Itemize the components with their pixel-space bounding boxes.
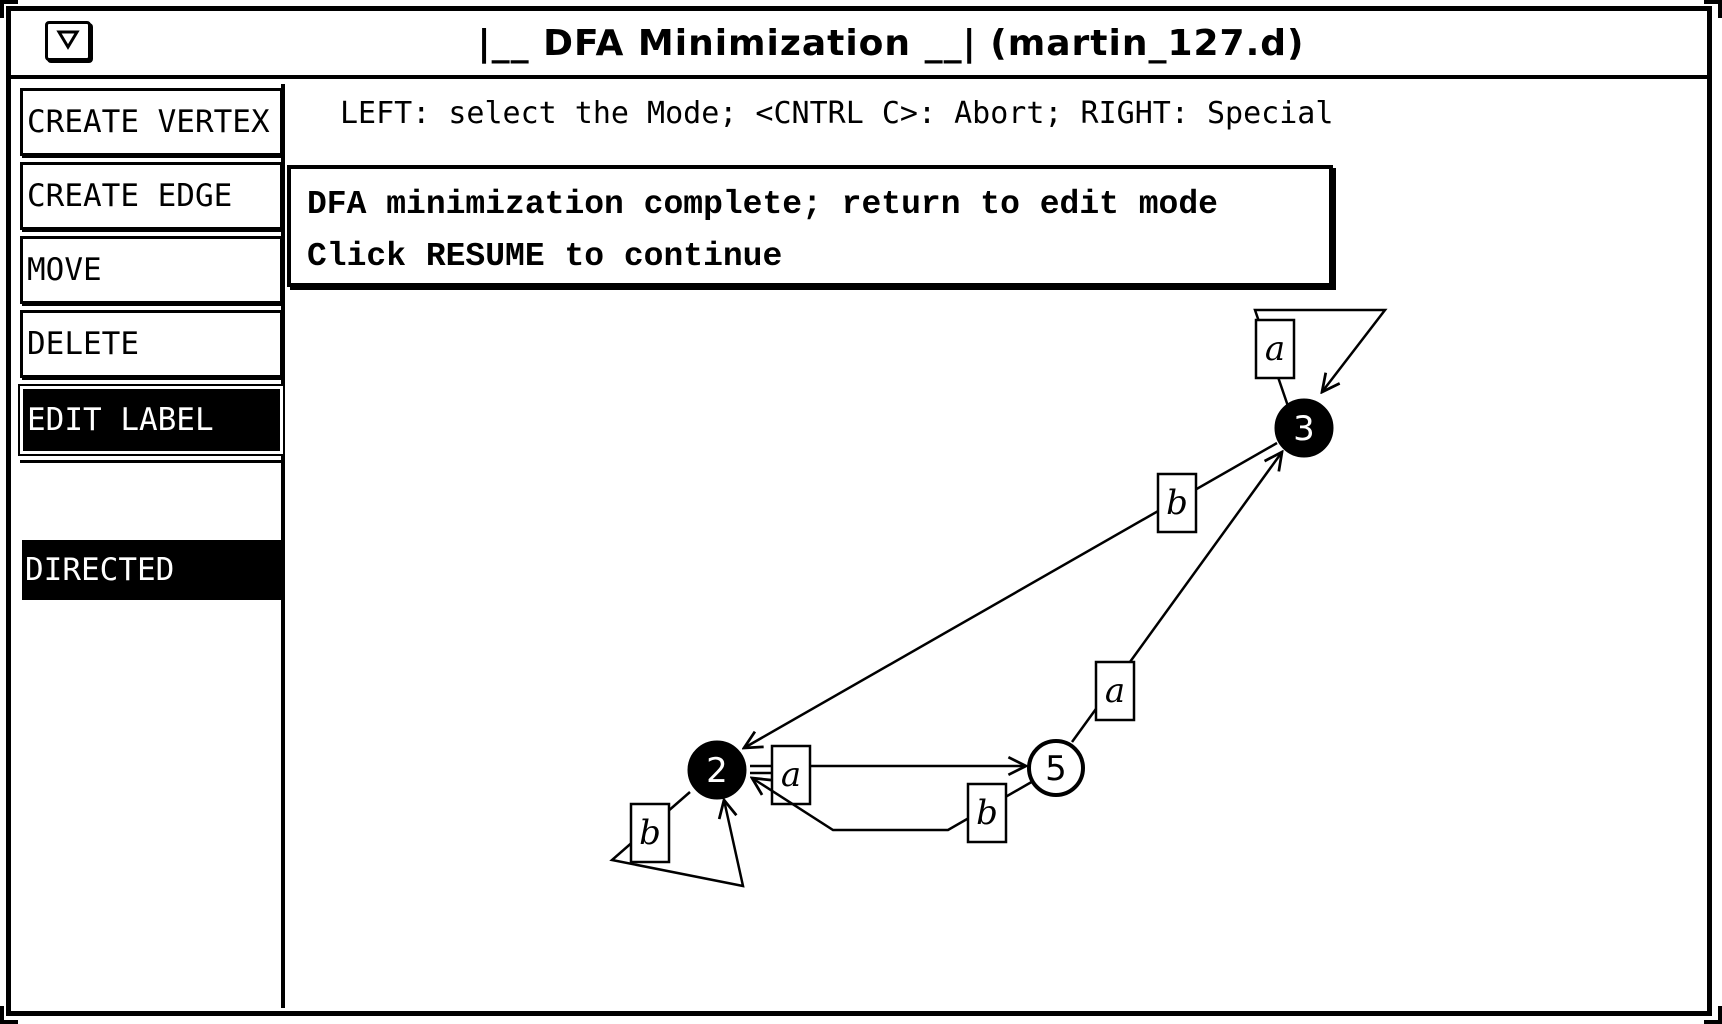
- edge-label[interactable]: a: [1265, 329, 1285, 369]
- move-button[interactable]: MOVE: [20, 236, 283, 304]
- title-bar: |__ DFA Minimization __| (martin_127.d): [11, 11, 1711, 79]
- window-corner-top-right[interactable]: [1704, 0, 1722, 18]
- directed-toggle[interactable]: DIRECTED: [22, 540, 281, 600]
- node-3[interactable]: 3: [1274, 398, 1334, 458]
- mode-divider: [20, 460, 283, 463]
- edge-3-2-b[interactable]: b: [744, 441, 1278, 748]
- edge-label[interactable]: a: [1105, 671, 1125, 711]
- mouse-hint: LEFT: select the Mode; <CNTRL C>: Abort;…: [340, 96, 1334, 131]
- edit-label-button[interactable]: EDIT LABEL: [18, 384, 285, 456]
- node-label: 2: [706, 751, 728, 791]
- edge-2-2-b[interactable]: b: [609, 791, 745, 888]
- create-vertex-button[interactable]: CREATE VERTEX: [20, 88, 283, 156]
- edge-label[interactable]: b: [1166, 483, 1188, 523]
- edge-label[interactable]: a: [781, 755, 801, 795]
- edge-label-box[interactable]: [1156, 472, 1198, 534]
- edge-2-5-a[interactable]: a: [750, 744, 1026, 806]
- edge-label-box[interactable]: [966, 782, 1008, 844]
- message-line-1: DFA minimization complete; return to edi…: [307, 186, 1218, 223]
- edge-3-3-a[interactable]: a: [1253, 308, 1388, 413]
- window-title: |__ DFA Minimization __| (martin_127.d): [477, 23, 1305, 64]
- message-box: DFA minimization complete; return to edi…: [287, 165, 1333, 287]
- edge-label-box[interactable]: [629, 802, 671, 864]
- edge-5-2-b[interactable]: b: [752, 778, 1036, 844]
- node-label: 5: [1045, 749, 1067, 789]
- edge-label[interactable]: b: [976, 793, 998, 833]
- window-menu-button[interactable]: [45, 21, 91, 61]
- edge-label-box[interactable]: [1094, 660, 1136, 722]
- message-line-2: Click RESUME to continue: [307, 238, 783, 275]
- edge-5-3-a[interactable]: a: [1070, 452, 1282, 743]
- delete-button[interactable]: DELETE: [20, 310, 283, 378]
- triangle-down-icon: [56, 28, 80, 54]
- window-corner-bottom-right[interactable]: [1704, 1006, 1722, 1024]
- window-corner-bottom-left[interactable]: [0, 1006, 18, 1024]
- node-5[interactable]: 5: [1027, 739, 1085, 797]
- mode-panel: CREATE VERTEX CREATE EDGE MOVE DELETE ED…: [18, 84, 285, 1008]
- edge-label[interactable]: b: [639, 813, 661, 853]
- node-label: 3: [1293, 409, 1315, 449]
- edge-label-box[interactable]: [1254, 318, 1296, 380]
- node-2[interactable]: 2: [687, 740, 747, 800]
- window-corner-top-left[interactable]: [0, 0, 18, 18]
- create-edge-button[interactable]: CREATE EDGE: [20, 162, 283, 230]
